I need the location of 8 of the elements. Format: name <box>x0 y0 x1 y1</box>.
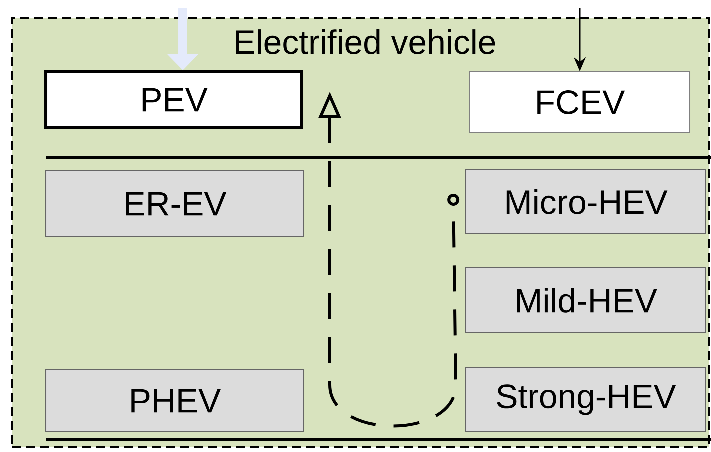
vehicle-box: FCEV <box>470 71 690 134</box>
group-title: Electrified vehicle <box>236 30 496 54</box>
vehicle-box: PEV <box>44 70 304 130</box>
vehicle-box: Micro-HEV <box>466 169 706 234</box>
vehicle-box: Strong-HEV <box>466 367 706 432</box>
vehicle-box: PHEV <box>46 369 304 432</box>
vehicle-box: ER-EV <box>46 170 304 238</box>
vehicle-box: Mild-HEV <box>466 267 706 334</box>
